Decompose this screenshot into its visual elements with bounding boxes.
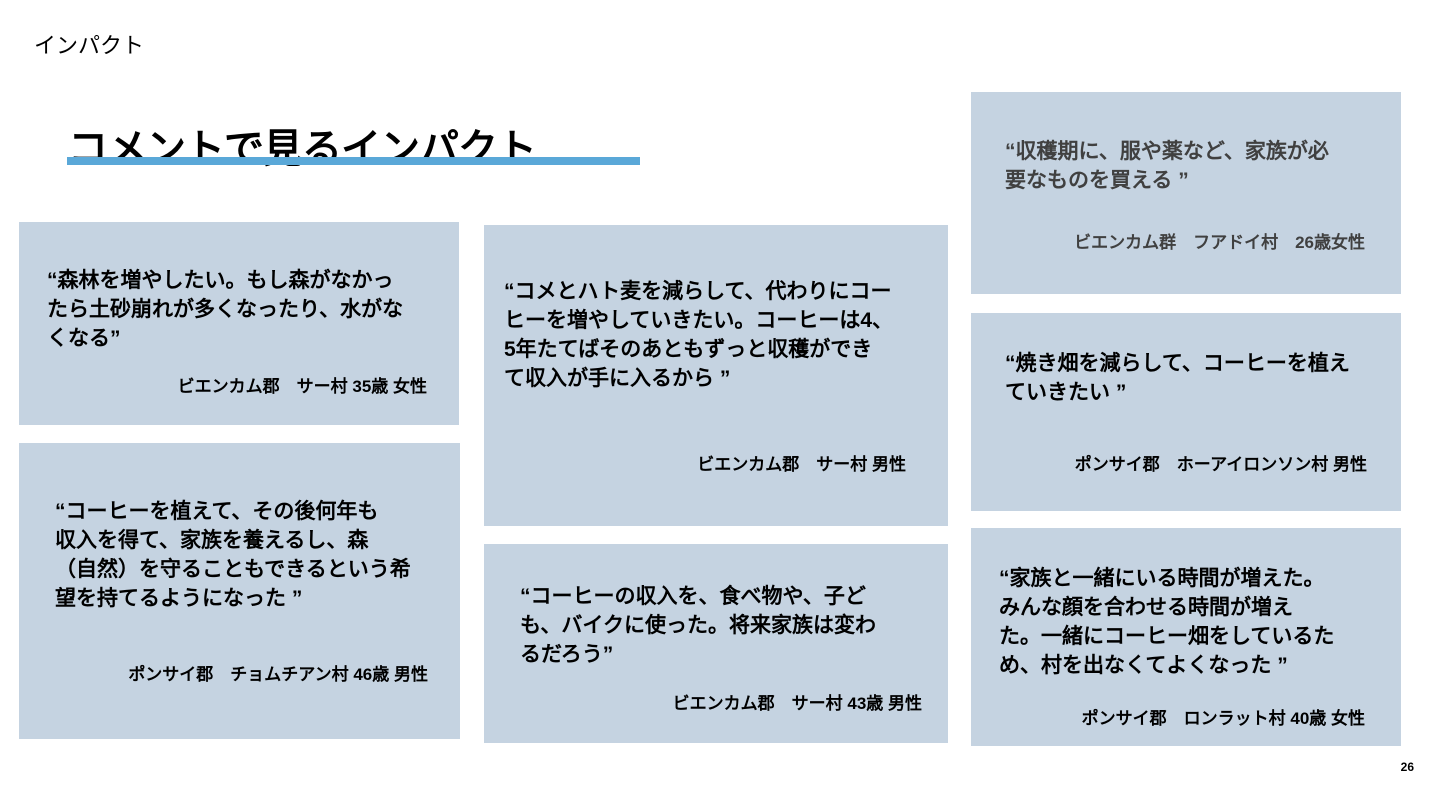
comment-card: “森林を増やしたい。もし森がなかっ たら土砂崩れが多くなったり、水がな くなる”…	[19, 222, 459, 425]
quote-line: 望を持てるようになった ”	[55, 587, 303, 610]
quote-line: 収入を得て、家族を養えるし、森	[55, 529, 369, 552]
page-title: コメントで見るインパクト	[68, 127, 537, 171]
comment-quote: “コーヒーを植えて、その後何年も 収入を得て、家族を養えるし、森 （自然）を守る…	[55, 497, 411, 613]
section-label: インパクト	[34, 33, 145, 58]
comment-card: “コーヒーを植えて、その後何年も 収入を得て、家族を養えるし、森 （自然）を守る…	[19, 443, 460, 739]
comment-quote: “森林を増やしたい。もし森がなかっ たら土砂崩れが多くなったり、水がな くなる”	[47, 266, 403, 353]
comment-attribution: ビエンカム群 フアドイ村 26歳女性	[1074, 233, 1365, 252]
page-number: 26	[1400, 760, 1414, 774]
quote-line: （自然）を守ることもできるという希	[55, 558, 411, 581]
comment-card: “コーヒーの収入を、食べ物や、子ど も、バイクに使った。将来家族は変わ るだろう…	[484, 544, 948, 743]
comment-attribution: ビエンカム郡 サー村 男性	[697, 455, 906, 474]
comment-card: “収穫期に、服や薬など、家族が必 要なものを買える ” ビエンカム群 フアドイ村…	[971, 92, 1401, 294]
quote-line: “焼き畑を減らして、コーヒーを植え	[1005, 352, 1350, 375]
comment-card: “焼き畑を減らして、コーヒーを植え ていきたい ” ポンサイ郡 ホーアイロンソン…	[971, 313, 1401, 511]
comment-attribution: ポンサイ郡 ロンラット村 40歳 女性	[1081, 709, 1365, 728]
quote-line: ていきたい ”	[1005, 381, 1127, 404]
quote-line: て収入が手に入るから ”	[504, 367, 731, 390]
quote-line: “森林を増やしたい。もし森がなかっ	[47, 269, 394, 292]
title-underline	[67, 157, 640, 165]
quote-line: “コーヒーを植えて、その後何年も	[55, 500, 379, 523]
quote-line: た。一緒にコーヒー畑をしているた	[999, 625, 1335, 648]
comment-attribution: ビエンカム郡 サー村 43歳 男性	[672, 694, 922, 713]
comment-quote: “コーヒーの収入を、食べ物や、子ど も、バイクに使った。将来家族は変わ るだろう…	[520, 582, 876, 669]
quote-line: め、村を出なくてよくなった ”	[999, 654, 1288, 677]
comment-quote: “家族と一緒にいる時間が増えた。 みんな顔を合わせる時間が増え た。一緒にコーヒ…	[999, 564, 1334, 680]
quote-line: 要なものを買える ”	[1005, 169, 1189, 192]
quote-line: “コーヒーの収入を、食べ物や、子ど	[520, 585, 866, 608]
quote-line: みんな顔を合わせる時間が増え	[999, 596, 1293, 619]
quote-line: るだろう”	[520, 643, 614, 666]
comment-quote: “収穫期に、服や薬など、家族が必 要なものを買える ”	[1005, 137, 1329, 195]
comment-attribution: ポンサイ郡 チョムチアン村 46歳 男性	[128, 665, 428, 684]
quote-line: たら土砂崩れが多くなったり、水がな	[47, 298, 404, 321]
quote-line: “収穫期に、服や薬など、家族が必	[1005, 140, 1329, 163]
comment-card: “家族と一緒にいる時間が増えた。 みんな顔を合わせる時間が増え た。一緒にコーヒ…	[971, 528, 1401, 746]
comment-attribution: ポンサイ郡 ホーアイロンソン村 男性	[1074, 455, 1367, 474]
comment-attribution: ビエンカム郡 サー村 35歳 女性	[177, 377, 427, 396]
quote-line: くなる”	[47, 327, 121, 350]
quote-line: も、バイクに使った。将来家族は変わ	[520, 614, 876, 637]
comment-card: “コメとハト麦を減らして、代わりにコー ヒーを増やしていきたい。コーヒーは4、 …	[484, 225, 948, 526]
quote-line: “家族と一緒にいる時間が増えた。	[999, 567, 1325, 590]
quote-line: ヒーを増やしていきたい。コーヒーは4、	[504, 309, 894, 332]
comment-quote: “焼き畑を減らして、コーヒーを植え ていきたい ”	[1005, 349, 1350, 407]
quote-line: “コメとハト麦を減らして、代わりにコー	[504, 280, 892, 303]
comment-quote: “コメとハト麦を減らして、代わりにコー ヒーを増やしていきたい。コーヒーは4、 …	[504, 277, 893, 393]
quote-line: 5年たてばそのあともずっと収穫ができ	[504, 338, 873, 361]
